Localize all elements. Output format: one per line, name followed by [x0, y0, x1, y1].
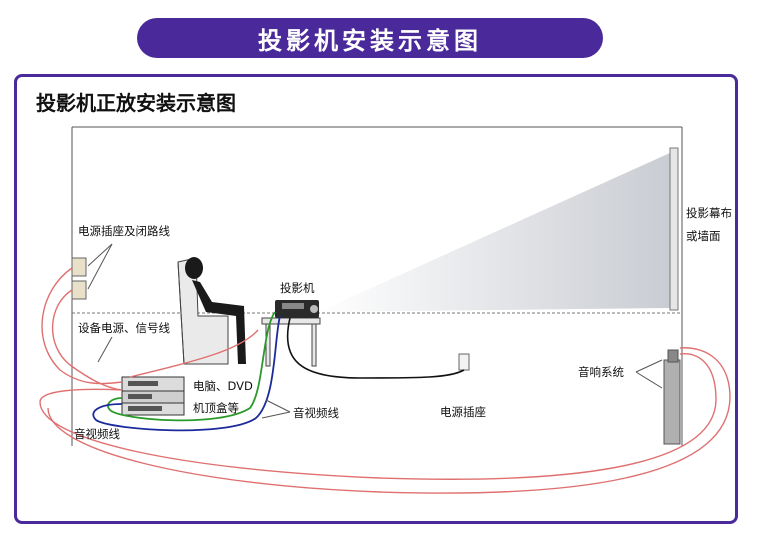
label-equipment-power-signal: 设备电源、信号线 [78, 321, 170, 335]
av-label-pointers [261, 399, 291, 419]
banner-title: 投影机安装示意图 [258, 26, 482, 55]
label-power-socket-closed: 电源插座及闭路线 [78, 224, 170, 238]
projector-device [275, 300, 319, 318]
speaker-tower [663, 349, 681, 445]
black-power-cable [286, 317, 465, 379]
floor-power-socket [458, 353, 470, 371]
blue-av-cable [92, 315, 281, 432]
pointer-lines-left [87, 243, 113, 363]
wall-socket-boxes [71, 257, 87, 300]
projection-screen [669, 147, 679, 311]
projector-table [261, 317, 321, 367]
projection-beam [318, 152, 672, 312]
label-projector: 投影机 [280, 281, 315, 295]
label-screen-line2: 或墙面 [686, 229, 721, 243]
label-power-socket: 电源插座 [440, 405, 486, 419]
diagram-subtitle: 投影机正放安装示意图 [36, 91, 236, 115]
label-av-cable-center: 音视频线 [293, 406, 339, 420]
label-set-top-box: 机顶盒等 [193, 401, 239, 415]
label-av-cable-left: 音视频线 [74, 427, 120, 441]
viewer-figure [185, 257, 246, 364]
red-signal-cables [39, 267, 731, 494]
equipment-stack [121, 376, 185, 416]
label-audio-system: 音响系统 [578, 365, 624, 379]
label-screen-line1: 投影幕布 [686, 206, 732, 220]
pointer-lines-right [635, 359, 663, 389]
diagram-frame [14, 74, 738, 524]
title-banner: 投影机安装示意图 [137, 18, 603, 58]
label-computer-dvd: 电脑、DVD [193, 379, 253, 393]
